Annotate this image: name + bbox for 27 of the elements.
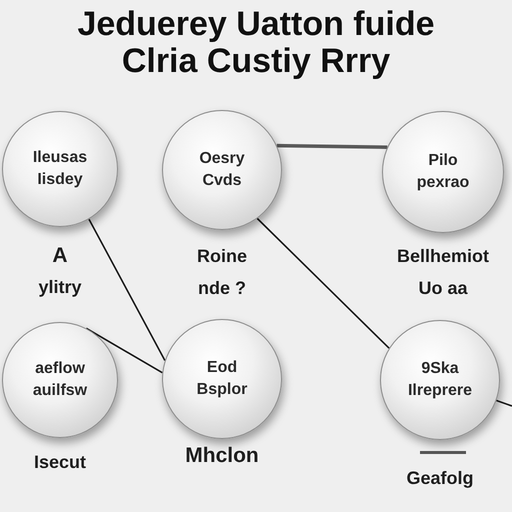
connector-line [86,328,163,374]
node-label: pexrao [416,174,470,192]
node-label: Iisdey [37,171,83,190]
node-label: 9Ska [421,360,459,378]
connector-line [496,400,512,407]
node-label: auilfsw [32,382,88,400]
connector-line [276,144,388,149]
node-caption: Bellhemiot [396,246,490,268]
node-label: Ileusas [32,148,88,167]
node-caption: A [51,243,69,268]
node-label: Cvds [202,172,242,190]
connector-line [88,218,166,361]
node-label: aeflow [35,360,85,378]
node-caption: nde ? [197,278,247,300]
node-label: Ilreprere [408,382,472,400]
node-caption: Roine [196,246,248,268]
node-label: Pilo [428,152,458,170]
node-label: Eod [206,358,238,377]
node-label: Bsplor [196,381,248,400]
node-caption: Uo aa [417,278,469,300]
node-caption: Geafolg [405,468,474,490]
title: Jeduerey Uatton fuide Clria Custiy Rrry [76,6,436,80]
node-caption: Mhclon [184,443,260,468]
node-label: Oesry [199,150,245,168]
connector-line [256,218,390,349]
node-caption: Isecut [32,452,88,474]
node-caption: ylitry [37,277,83,299]
